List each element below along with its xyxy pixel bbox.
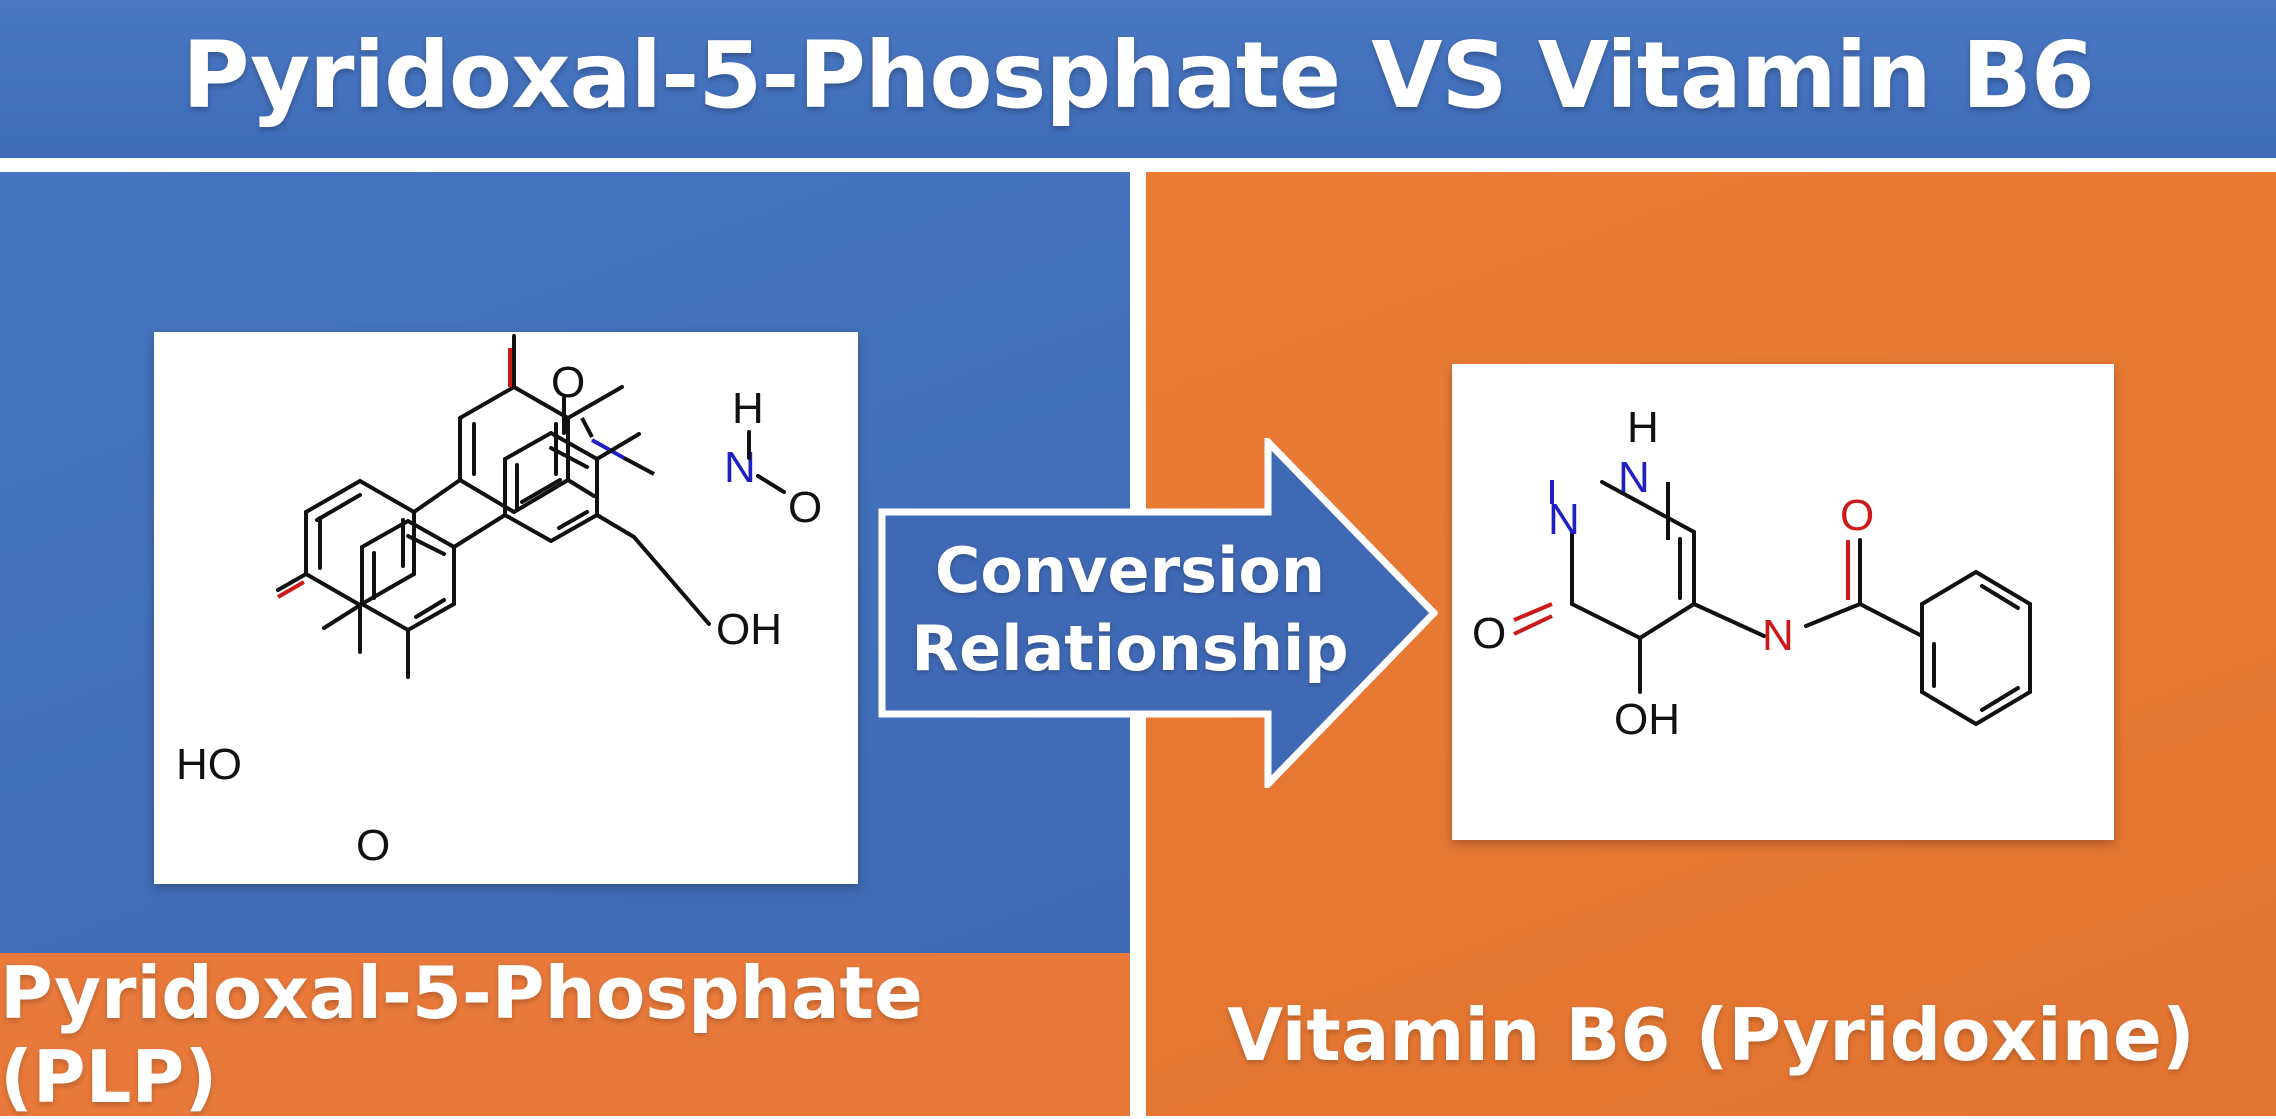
atom-n-left: N xyxy=(1548,495,1580,544)
atom-n-amide: N xyxy=(1762,611,1794,660)
atom-o-left: O xyxy=(1472,609,1506,658)
conversion-relationship-label: Conversion Relationship xyxy=(880,520,1380,700)
atom-o-top: O xyxy=(551,358,585,407)
plp-atom-labels: O H N O OH HO O xyxy=(154,332,858,884)
header-band xyxy=(0,0,2276,158)
atom-h-top-right: H xyxy=(1627,403,1659,452)
atom-h-top: H xyxy=(732,384,764,433)
atom-oh-bottom: OH xyxy=(1614,695,1680,744)
arrow-label-line-2: Relationship xyxy=(911,612,1349,685)
atom-n-upper: N xyxy=(1618,453,1650,502)
atom-oh-ring: OH xyxy=(716,605,782,654)
vitamin-b6-label: Vitamin B6 (Pyridoxine) xyxy=(1227,992,2195,1077)
arrow-label-line-1: Conversion xyxy=(934,534,1326,607)
plp-label: Pyridoxal-5-Phosphate (PLP) xyxy=(0,950,923,1119)
left-footer-band xyxy=(0,953,1130,1116)
conversion-arrow xyxy=(878,433,1439,793)
atom-o-carbonyl: O xyxy=(1840,491,1874,540)
atom-ho-left: HO xyxy=(176,740,242,789)
vitamin-b6-structure-diagram: H N N O OH N O xyxy=(1472,403,2032,744)
atom-o-nitroso: O xyxy=(788,483,822,532)
vitamin-b6-structure-card: H N N O OH N O xyxy=(1452,364,2114,840)
plp-structure-card xyxy=(154,332,858,884)
atom-o-bottom: O xyxy=(356,821,390,870)
page-title: Pyridoxal-5-Phosphate VS Vitamin B6 xyxy=(182,21,2095,129)
plp-structure-diagram xyxy=(276,334,655,654)
plp-bonds xyxy=(154,332,858,884)
